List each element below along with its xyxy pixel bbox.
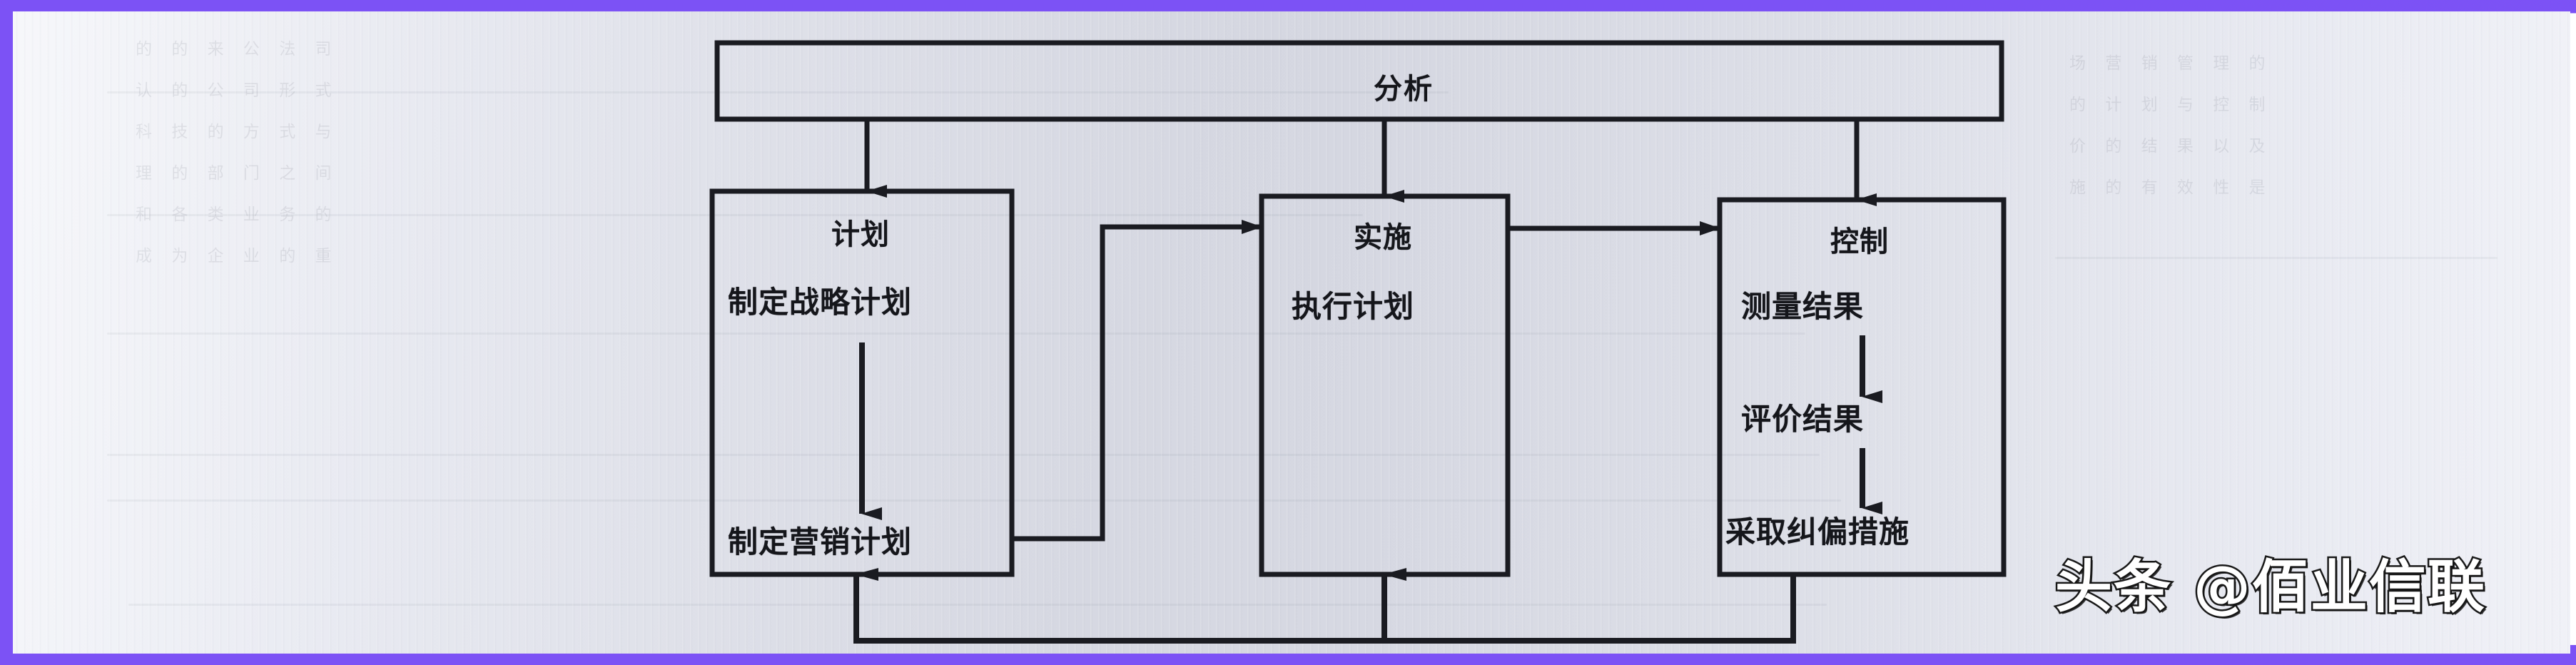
ghost-rule-1 bbox=[107, 91, 1449, 93]
box-analysis bbox=[714, 40, 2004, 122]
ghost-text-left: 的 的 来 公 法 司 认 的 公 司 形 式 科 技 的 方 式 与 理 的 … bbox=[136, 40, 339, 265]
label-control-title: 控制 bbox=[1830, 225, 1889, 258]
ghost-rule-3 bbox=[107, 332, 1805, 335]
frame-bottom-border bbox=[0, 654, 2576, 665]
label-control-line-2: 评价结果 bbox=[1741, 402, 1865, 437]
watermark-text: 头条 @佰业信联 bbox=[2054, 552, 2487, 622]
label-analysis: 分析 bbox=[1374, 73, 1434, 106]
feedback-control-to-implement bbox=[1381, 568, 1793, 644]
frame-right-border bbox=[2570, 0, 2576, 665]
frame-top-border bbox=[0, 0, 2576, 11]
ghost-rule-2 bbox=[107, 214, 1363, 216]
label-control-line-3: 采取纠偏措施 bbox=[1725, 514, 1910, 549]
ghost-rule-7 bbox=[2055, 257, 2498, 259]
label-implement-title: 实施 bbox=[1354, 221, 1412, 254]
ghost-rule-5 bbox=[107, 499, 1841, 502]
ghost-rule-4 bbox=[107, 454, 1820, 456]
feedback-control-to-plan bbox=[853, 568, 1796, 644]
label-plan-line-1: 制定战略计划 bbox=[728, 285, 913, 320]
label-implement-line-1: 执行计划 bbox=[1292, 289, 1415, 324]
label-plan-title: 计划 bbox=[831, 218, 890, 251]
label-plan-line-2: 制定营销计划 bbox=[728, 524, 913, 559]
arrow-marketing-to-implement bbox=[1012, 220, 1262, 542]
frame-left-border bbox=[0, 0, 13, 665]
label-control-line-1: 测量结果 bbox=[1741, 289, 1865, 324]
ghost-rule-6 bbox=[128, 604, 1827, 606]
ghost-text-right: 场 营 销 管 理 的 的 计 划 与 控 制 价 的 结 果 以 及 施 的 … bbox=[2069, 54, 2273, 197]
